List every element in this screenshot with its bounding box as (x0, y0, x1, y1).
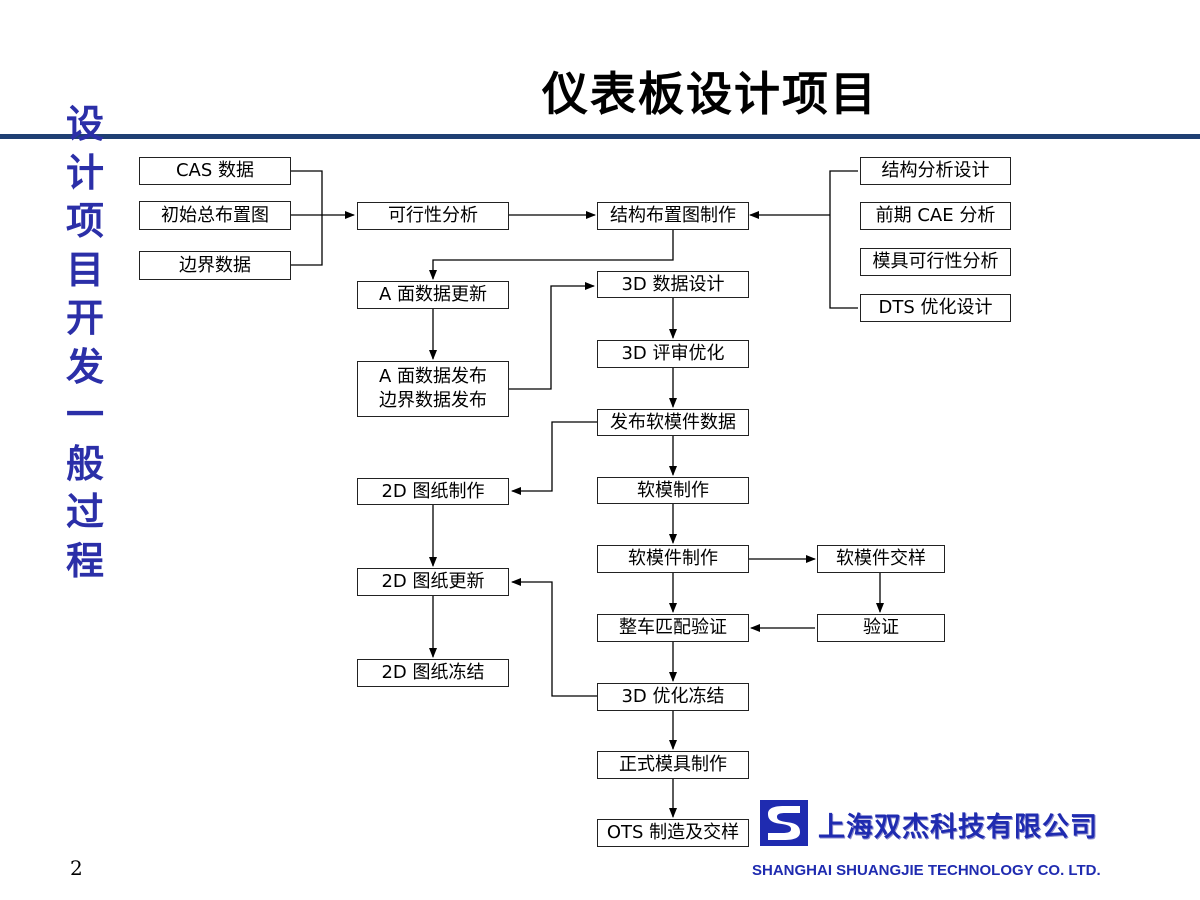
box-3d-freeze: 3D 优化冻结 (597, 683, 749, 711)
vertical-title-char: 设 (65, 102, 104, 146)
connector-right-group (829, 170, 858, 309)
box-2d-freeze: 2D 图纸冻结 (357, 659, 509, 687)
box-feasibility: 可行性分析 (357, 202, 509, 230)
vertical-title-char: 计 (65, 150, 104, 195)
vertical-title-char: 发 (65, 344, 104, 389)
box-3d-data: 3D 数据设计 (597, 271, 749, 298)
box-initial-layout: 初始总布置图 (139, 201, 291, 230)
box-boundary-data: 边界数据 (139, 251, 291, 280)
company-name-cn: 上海双杰科技有限公司 (818, 812, 1098, 843)
box-cas-data: CAS 数据 (139, 157, 291, 185)
box-mold-feasibility: 模具可行性分析 (860, 248, 1011, 276)
box-a-release: A 面数据发布 边界数据发布 (357, 361, 509, 417)
arrow-structure-a-update (429, 229, 674, 280)
page-title: 仪表板设计项目 (542, 67, 878, 121)
box-struct-analysis: 结构分析设计 (860, 157, 1011, 185)
box-soft-part: 软模件制作 (597, 545, 749, 573)
vertical-title: 设 计 项 目 开 发 一 般 过 程 (60, 100, 110, 585)
box-verify: 验证 (817, 614, 945, 642)
vertical-title-char: 开 (65, 296, 104, 340)
vertical-title-char: 般 (65, 441, 104, 486)
title-rule (0, 134, 1200, 139)
box-vehicle-match: 整车匹配验证 (597, 614, 749, 642)
page-number: 2 (70, 856, 83, 880)
arrow-freeze-2d-update (511, 578, 598, 697)
vertical-title-char: 过 (65, 490, 104, 534)
box-a-release-line2: 边界数据发布 (379, 390, 487, 411)
company-logo-icon (760, 800, 808, 846)
vertical-title-char: 项 (65, 199, 104, 243)
connector-cas (291, 170, 323, 266)
vertical-title-char: 程 (65, 538, 104, 583)
box-ots: OTS 制造及交样 (597, 819, 749, 847)
box-soft-mold: 软模制作 (597, 477, 749, 504)
box-cae: 前期 CAE 分析 (860, 202, 1011, 230)
box-2d-update: 2D 图纸更新 (357, 568, 509, 596)
vertical-title-char: 目 (65, 247, 104, 292)
box-a-update: A 面数据更新 (357, 281, 509, 309)
vertical-title-char: 一 (65, 393, 104, 437)
box-soft-release: 发布软模件数据 (597, 409, 749, 436)
box-3d-review: 3D 评审优化 (597, 340, 749, 368)
box-a-release-line1: A 面数据发布 (378, 366, 488, 387)
arrow-soft-release-2d (511, 421, 598, 495)
box-structure-layout: 结构布置图制作 (597, 202, 749, 230)
box-soft-sample: 软模件交样 (817, 545, 945, 573)
company-name-en: SHANGHAI SHUANGJIE TECHNOLOGY CO. LTD. (752, 862, 1101, 879)
arrow-release-3d (509, 282, 595, 390)
box-formal-mold: 正式模具制作 (597, 751, 749, 779)
box-dts: DTS 优化设计 (860, 294, 1011, 322)
box-2d-drawing: 2D 图纸制作 (357, 478, 509, 505)
